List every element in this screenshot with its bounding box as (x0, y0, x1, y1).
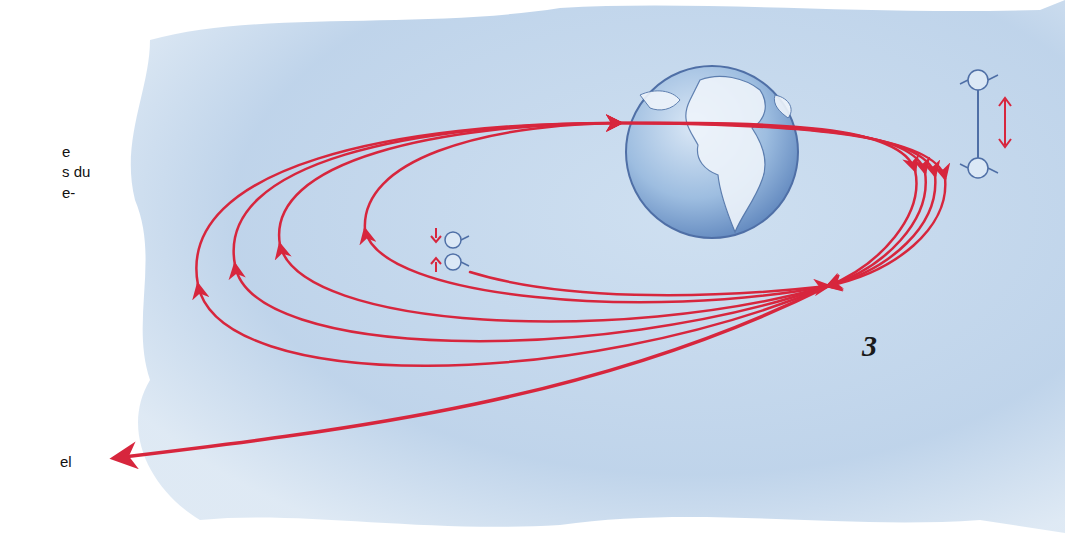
text-fragment: e (62, 143, 70, 161)
text-fragment: e- (62, 184, 75, 202)
satellite-pair (431, 228, 469, 272)
text-fragment: s du (62, 163, 90, 181)
figure-number: 3 (862, 330, 877, 362)
tethered-satellite (960, 70, 1011, 178)
text-fragment: el (60, 453, 72, 471)
